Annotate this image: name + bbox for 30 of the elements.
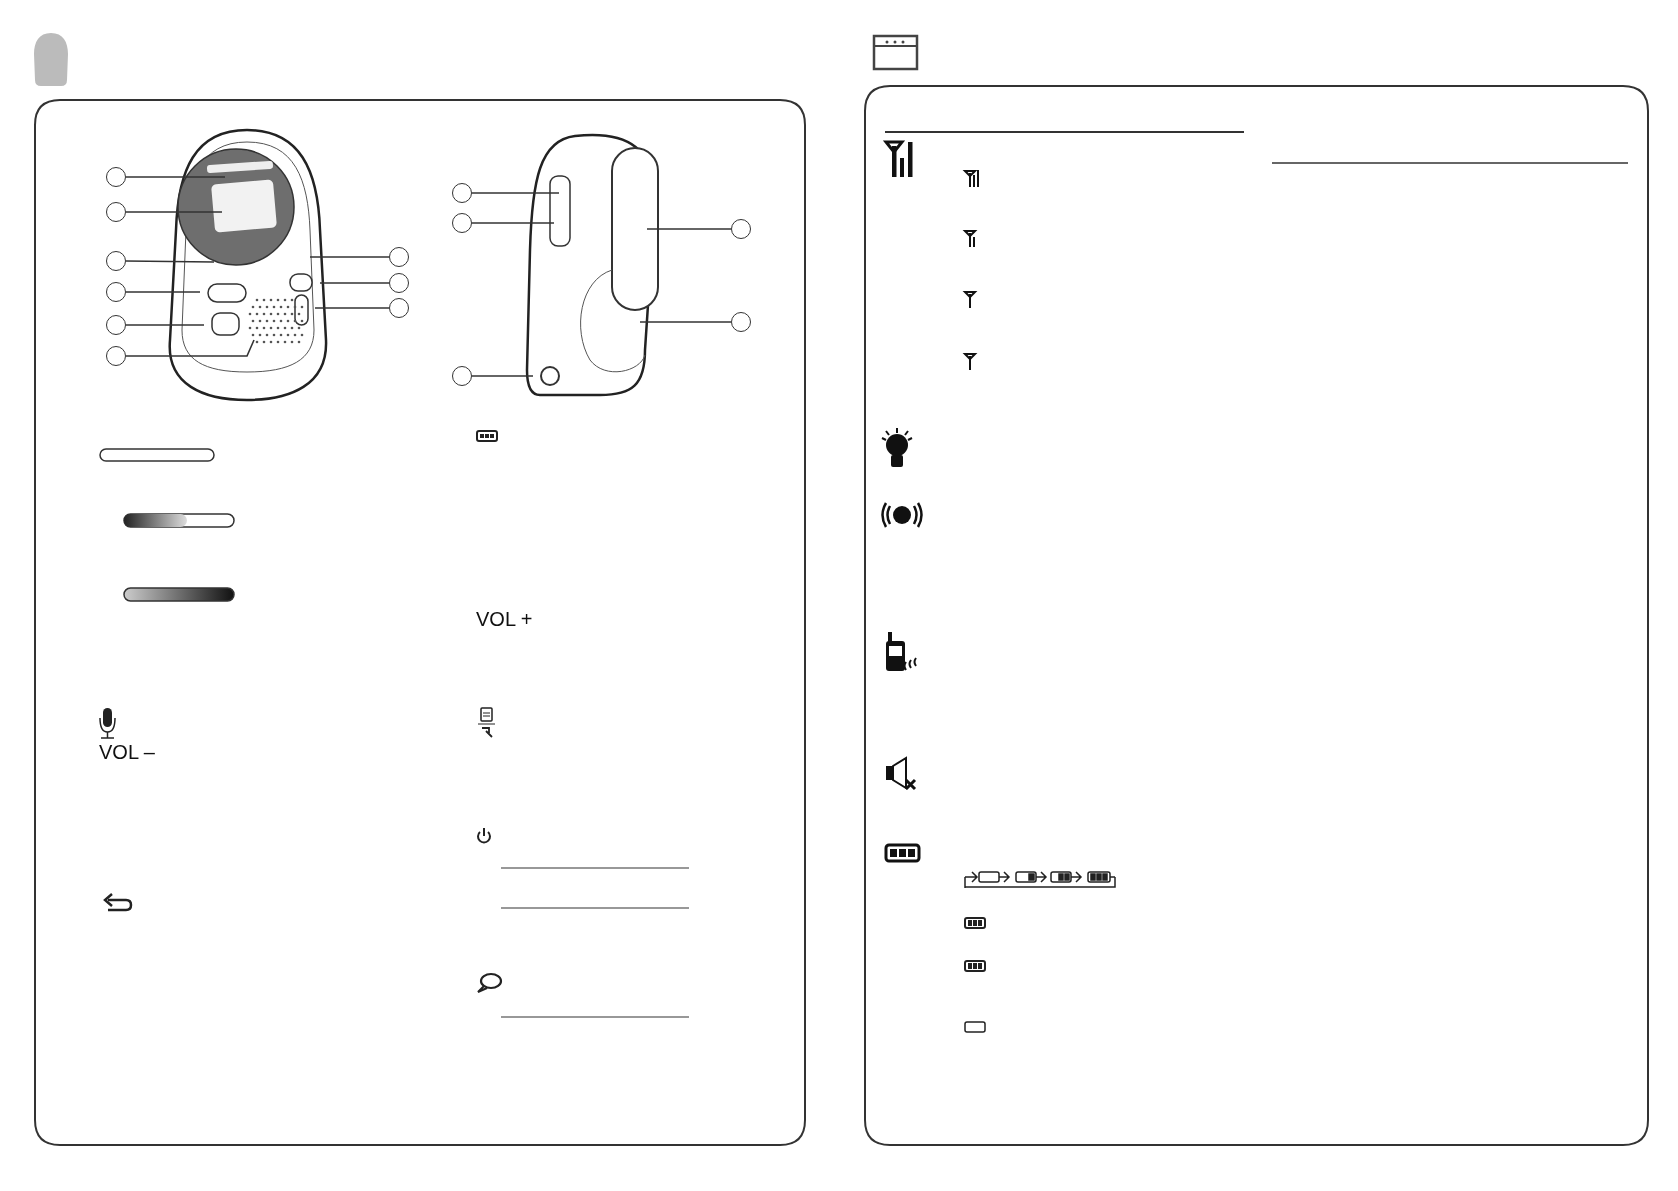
callout-circle <box>731 219 751 239</box>
callout-circle <box>389 273 409 293</box>
callout-circle <box>106 202 126 222</box>
leader-line <box>471 222 555 224</box>
callout-circle <box>106 282 126 302</box>
callout-circle <box>106 315 126 335</box>
leader-line <box>125 339 255 357</box>
button-label: VOL – <box>99 742 155 762</box>
leader-line <box>125 211 223 213</box>
callout-circle <box>452 366 472 386</box>
leader-line <box>125 324 205 326</box>
leader-line <box>125 291 201 293</box>
leader-line <box>309 256 390 258</box>
callout-circle <box>389 298 409 318</box>
button-label: VOL + <box>476 609 533 629</box>
callout-circle <box>452 183 472 203</box>
callout-circle <box>106 251 126 271</box>
callout-circle <box>452 213 472 233</box>
leader-line <box>314 307 390 309</box>
callout-circle <box>731 312 751 332</box>
leader-line <box>646 228 732 230</box>
leader-line <box>125 260 215 263</box>
callout-circle <box>389 247 409 267</box>
leader-line <box>471 375 534 377</box>
leader-line <box>471 192 560 194</box>
callout-circle <box>106 167 126 187</box>
callout-circle <box>106 346 126 366</box>
leader-line <box>125 176 226 178</box>
leader-line <box>319 282 390 284</box>
leader-line <box>639 321 732 323</box>
